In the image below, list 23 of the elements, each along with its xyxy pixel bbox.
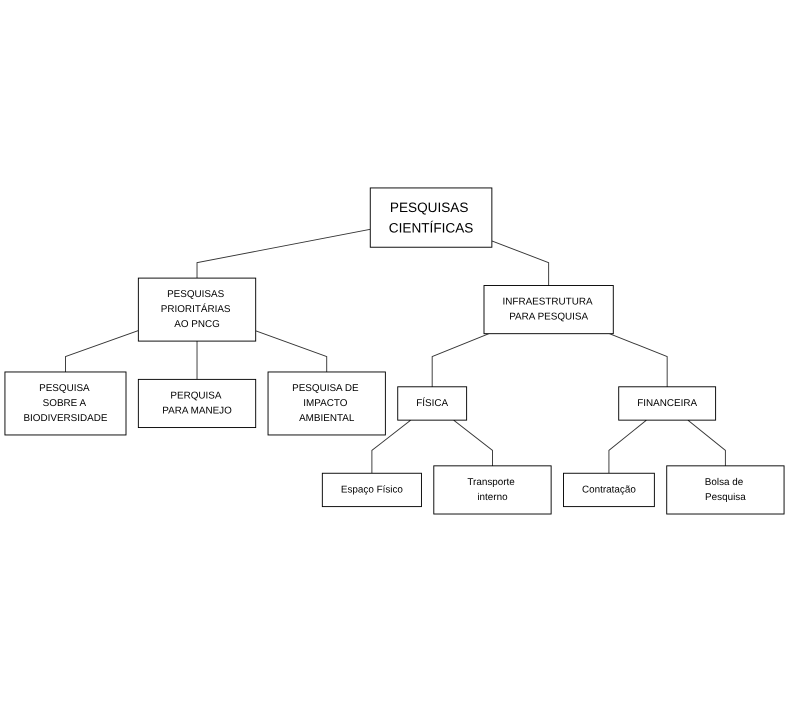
- connector: [65, 330, 139, 372]
- connector: [687, 419, 726, 466]
- connector: [255, 330, 328, 372]
- node-box: PESQUISAS CIENTÍFICAS: [370, 187, 492, 248]
- node-box: PESQUISA DE IMPACTO AMBIENTAL: [268, 371, 386, 435]
- connector: [453, 419, 493, 466]
- connector: [608, 419, 647, 474]
- connector: [371, 419, 412, 474]
- connector: [609, 332, 668, 387]
- node-box: Espaço Físico: [322, 472, 422, 507]
- connector: [196, 340, 198, 380]
- node-box: Bolsa de Pesquisa: [666, 464, 785, 514]
- node-box: PERQUISA PARA MANEJO: [138, 378, 256, 428]
- node-box: FINANCEIRA: [618, 386, 716, 420]
- node-box: INFRAESTRUTURA PARA PESQUISA: [484, 284, 614, 334]
- node-box: Contratação: [563, 472, 655, 507]
- connector: [196, 228, 371, 278]
- connector: [432, 332, 490, 387]
- connector: [491, 240, 550, 286]
- node-box: FÍSICA: [397, 386, 468, 420]
- node-box: Transporte interno: [433, 464, 552, 514]
- node-box: PESQUISAS PRIORITÁRIAS AO PNCG: [138, 277, 256, 342]
- node-box: PESQUISA SOBRE A BIODIVERSIDADE: [4, 371, 126, 435]
